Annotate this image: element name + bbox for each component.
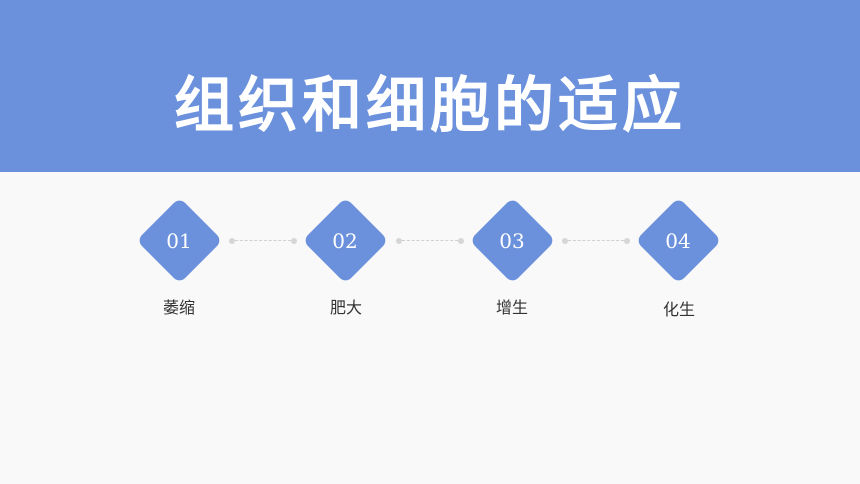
step-number-1: 01	[166, 229, 192, 253]
step-label-4: 化生	[662, 300, 695, 319]
connector-dot	[562, 238, 568, 244]
step-label-2: 肥大	[329, 298, 362, 317]
step-label-1: 萎缩	[162, 298, 195, 317]
connector-dot	[229, 238, 235, 244]
connector-dot	[396, 238, 402, 244]
step-connector	[402, 240, 458, 241]
title-banner	[0, 0, 860, 172]
step-number-4: 04	[665, 229, 691, 253]
step-number-3: 03	[499, 229, 525, 253]
step-number-2: 02	[332, 229, 358, 253]
step-label-3: 增生	[495, 298, 528, 317]
step-connector	[235, 240, 291, 241]
page-title: 组织和细胞的适应	[174, 71, 686, 141]
connector-dot	[624, 238, 630, 244]
step-connector	[568, 240, 624, 241]
connector-dot	[458, 238, 464, 244]
connector-dot	[291, 238, 297, 244]
